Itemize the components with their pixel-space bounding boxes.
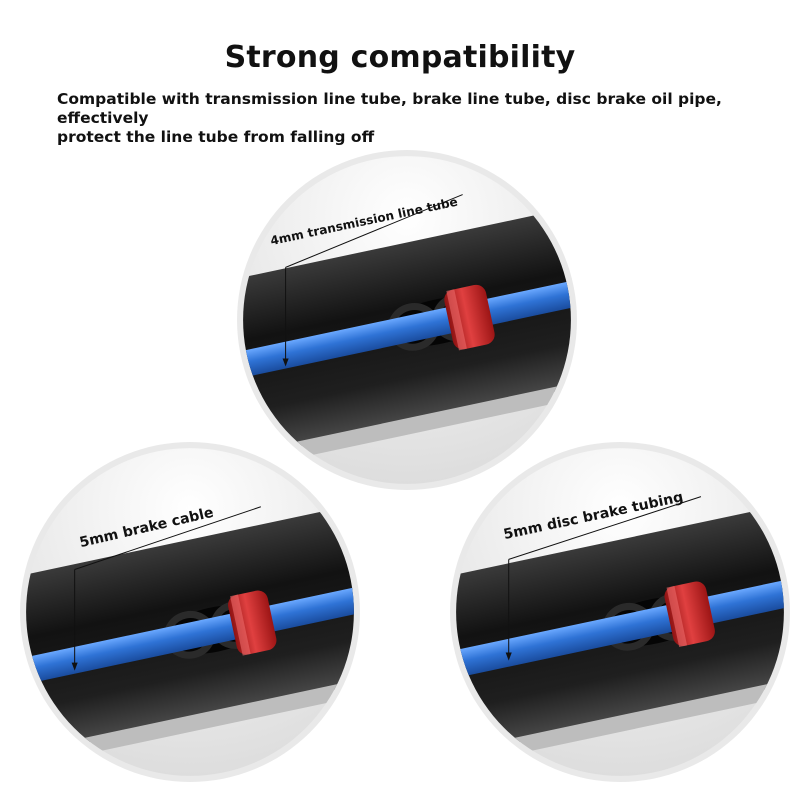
detail-circle-right: 5mm disc brake tubing <box>448 440 792 784</box>
page-title: Strong compatibility <box>224 40 576 75</box>
product-closeup-top: 4mm transmission line tube <box>237 150 577 490</box>
product-closeup-left: 5mm brake cable <box>20 442 360 782</box>
detail-circle-left: 5mm brake cable <box>18 440 362 784</box>
subtitle-line-2: protect the line tube from falling off <box>57 128 375 146</box>
page-subtitle: Compatible with transmission line tube, … <box>57 90 777 147</box>
detail-circle-top: 4mm transmission line tube <box>235 148 579 492</box>
product-closeup-right: 5mm disc brake tubing <box>450 442 790 782</box>
subtitle-line-1: Compatible with transmission line tube, … <box>57 90 722 127</box>
